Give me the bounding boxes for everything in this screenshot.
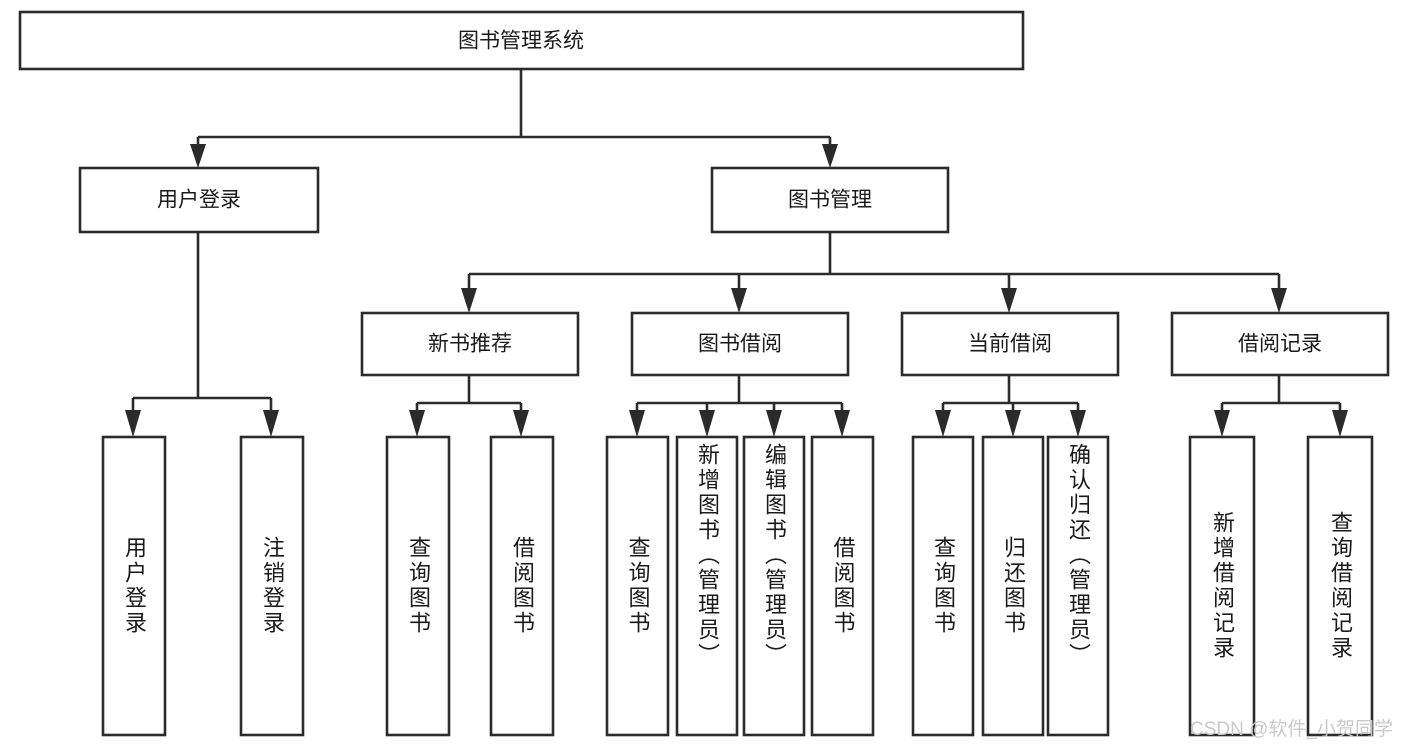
- arrow-to-leaf-return-book: [1005, 410, 1021, 437]
- leaf-box-group: [101, 435, 1374, 737]
- arrow-to-book-borrow: [731, 288, 747, 313]
- arrow-to-leaf-query-record: [1332, 410, 1348, 437]
- leaf-label-wrap-query-book-2: 查询图书: [607, 437, 668, 735]
- leaf-label-user-login: 用户登录: [122, 536, 147, 636]
- leaf-label-wrap-borrow-book-1: 借阅图书: [491, 437, 553, 735]
- leaf-label-add-book: 新增图书（管理员）: [695, 443, 720, 668]
- node-root-label: 图书管理系统: [458, 30, 584, 53]
- leaf-label-query-book-2: 查询图书: [625, 536, 651, 636]
- node-user-login-label: 用户登录: [157, 189, 241, 212]
- arrow-to-leaf-borrow-book-1: [513, 410, 529, 437]
- node-borrow-record-label: 借阅记录: [1238, 333, 1322, 356]
- leaf-box-logout[interactable]: [239, 435, 305, 737]
- connector-borrowrecord-branch: [1220, 375, 1342, 418]
- node-root[interactable]: 图书管理系统: [18, 10, 1025, 71]
- arrow-to-user-login: [190, 144, 206, 168]
- leaf-label-query-book-1: 查询图书: [406, 536, 431, 636]
- node-current-borrow-box[interactable]: [900, 311, 1120, 377]
- leaf-label-query-record: 查询借阅记录: [1328, 511, 1353, 661]
- leaf-label-wrap-query-record: 查询借阅记录: [1308, 437, 1372, 735]
- arrow-to-leaf-query-book-3: [935, 410, 951, 437]
- leaf-label-wrap-query-book-1: 查询图书: [387, 437, 449, 735]
- node-book-borrow-box[interactable]: [630, 311, 850, 377]
- arrow-to-current-borrow: [1001, 288, 1017, 313]
- arrow-to-leaf-user-login: [125, 410, 141, 437]
- arrow-to-leaf-confirm-return: [1070, 410, 1086, 437]
- leaf-box-borrow-book-1[interactable]: [489, 435, 555, 737]
- node-current-borrow[interactable]: 当前借阅: [900, 311, 1120, 377]
- leaf-label-logout: 注销登录: [260, 536, 285, 636]
- node-book-manage[interactable]: 图书管理: [710, 166, 950, 234]
- node-book-borrow-label: 图书借阅: [698, 333, 782, 356]
- arrow-to-leaf-add-record: [1214, 410, 1230, 437]
- leaf-label-borrow-book-2: 借阅图书: [830, 536, 856, 636]
- connector-group-borrowrecord-to-leaves: [1214, 375, 1348, 437]
- node-book-manage-label: 图书管理: [788, 189, 872, 212]
- connector-group-bookmanage-to-level3: [461, 232, 1287, 313]
- leaf-box-add-book[interactable]: [675, 435, 739, 737]
- leaf-label-confirm-return: 确认归还（管理员）: [1066, 443, 1091, 668]
- connector-group-bookborrow-to-leaves: [629, 375, 850, 437]
- leaf-label-wrap-return-book: 归还图书: [983, 437, 1043, 735]
- leaf-label-wrap-logout: 注销登录: [241, 437, 303, 735]
- arrow-to-new-book: [461, 288, 477, 313]
- leaf-box-return-book[interactable]: [981, 435, 1045, 737]
- node-book-manage-box[interactable]: [710, 166, 950, 234]
- node-root-box[interactable]: [18, 10, 1025, 71]
- leaf-label-wrap-query-book-3: 查询图书: [913, 437, 973, 735]
- leaf-label-add-record: 新增借阅记录: [1210, 511, 1235, 661]
- arrow-to-leaf-add-book: [699, 410, 715, 437]
- leaf-label-wrap-confirm-return: 确认归还（管理员）: [1048, 437, 1108, 735]
- connector-bookmanage-branch: [467, 232, 1281, 294]
- leaf-label-wrap-edit-book: 编辑图书（管理员）: [744, 437, 804, 735]
- connector-newbook-branch: [415, 375, 523, 418]
- leaf-box-add-record[interactable]: [1188, 435, 1256, 737]
- leaf-label-wrap-add-record: 新增借阅记录: [1190, 437, 1254, 735]
- leaf-label-edit-book: 编辑图书（管理员）: [762, 443, 787, 668]
- node-new-book-recommend-label: 新书推荐: [428, 333, 512, 356]
- leaf-box-confirm-return[interactable]: [1046, 435, 1110, 737]
- arrow-to-leaf-query-book-1: [409, 410, 425, 437]
- leaf-box-query-book-3[interactable]: [911, 435, 975, 737]
- connector-userlogin-branch: [131, 232, 273, 418]
- node-borrow-record[interactable]: 借阅记录: [1170, 311, 1390, 377]
- connector-group-root-to-level2: [190, 69, 838, 168]
- connector-group-userlogin-to-leaves: [125, 232, 279, 437]
- connector-group-newbook-to-leaves: [409, 375, 529, 437]
- connector-root-branch: [196, 69, 832, 156]
- leaf-box-borrow-book-2[interactable]: [810, 435, 875, 737]
- node-current-borrow-label: 当前借阅: [968, 333, 1052, 356]
- leaf-label-wrap-borrow-book-2: 借阅图书: [812, 437, 873, 735]
- arrow-to-leaf-borrow-book-2: [834, 410, 850, 437]
- leaf-box-user-login[interactable]: [101, 435, 167, 737]
- connector-group-currentborrow-to-leaves: [935, 375, 1086, 437]
- leaf-label-return-book: 归还图书: [1001, 536, 1026, 636]
- node-book-borrow[interactable]: 图书借阅: [630, 311, 850, 377]
- arrow-to-leaf-edit-book: [766, 410, 782, 437]
- leaf-label-wrap-user-login: 用户登录: [103, 437, 165, 735]
- node-user-login[interactable]: 用户登录: [78, 166, 320, 234]
- arrow-to-leaf-logout: [263, 410, 279, 437]
- connector-bookborrow-branch: [635, 375, 844, 418]
- leaf-box-query-book-1[interactable]: [385, 435, 451, 737]
- leaf-box-edit-book[interactable]: [742, 435, 806, 737]
- arrow-to-borrow-record: [1271, 288, 1287, 313]
- node-user-login-box[interactable]: [78, 166, 320, 234]
- leaf-box-query-book-2[interactable]: [605, 435, 670, 737]
- leaf-label-borrow-book-1: 借阅图书: [510, 536, 535, 636]
- node-new-book-recommend[interactable]: 新书推荐: [360, 311, 580, 377]
- node-borrow-record-box[interactable]: [1170, 311, 1390, 377]
- leaf-box-query-record[interactable]: [1306, 435, 1374, 737]
- arrow-to-leaf-query-book-2: [629, 410, 645, 437]
- node-new-book-recommend-box[interactable]: [360, 311, 580, 377]
- leaf-label-wrap-add-book: 新增图书（管理员）: [677, 437, 737, 735]
- leaf-label-query-book-3: 查询图书: [931, 536, 956, 636]
- arrow-to-book-manage: [822, 144, 838, 168]
